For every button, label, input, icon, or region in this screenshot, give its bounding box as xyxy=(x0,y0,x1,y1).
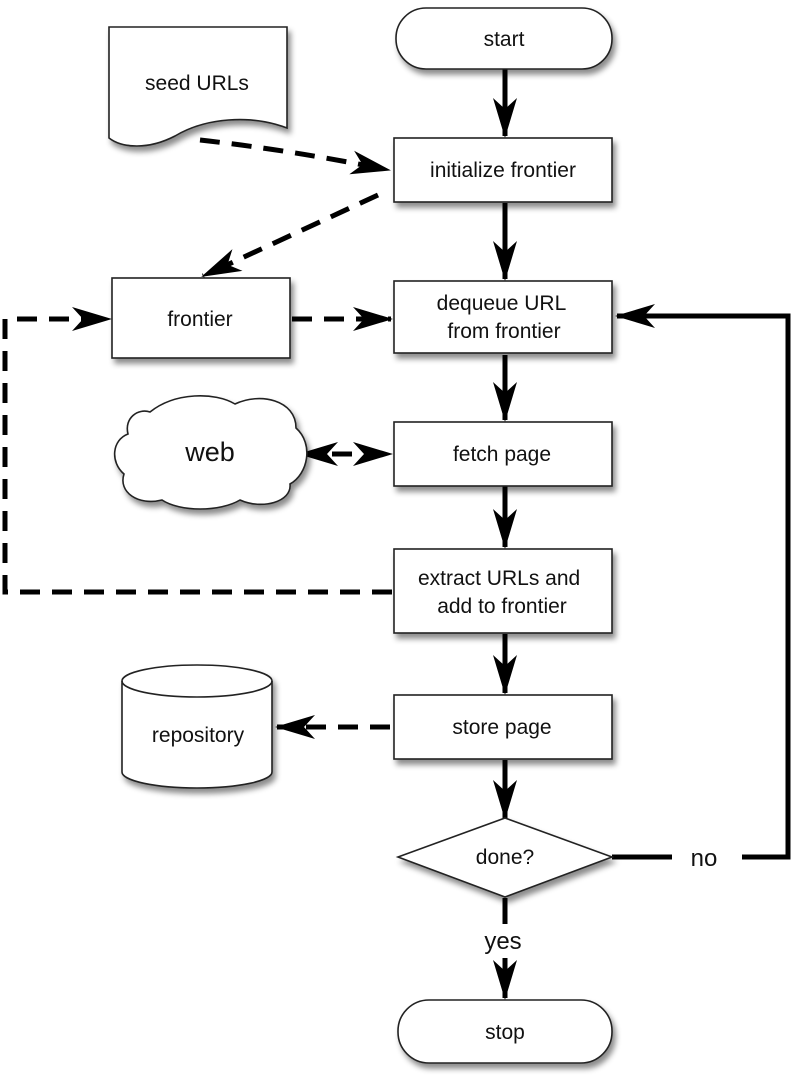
extract-urls-line-2: add to frontier xyxy=(437,595,567,618)
fetch-page-label: fetch page xyxy=(453,443,551,466)
done-decision-node: done? xyxy=(395,817,615,898)
done-label: done? xyxy=(476,846,534,869)
edge-extract-to-frontier xyxy=(2,307,392,595)
edge-seed-to-initialize xyxy=(199,137,391,175)
frontier-label: frontier xyxy=(167,308,232,331)
repository-label: repository xyxy=(152,724,245,747)
dequeue-url-line-1: dequeue URL xyxy=(437,292,566,315)
seed-urls-node: seed URLs xyxy=(108,26,288,147)
edge-labels: no yes xyxy=(484,845,717,955)
initialize-frontier-node: initialize frontier xyxy=(393,137,613,203)
edge-initialize-to-frontier xyxy=(201,192,380,279)
store-page-label: store page xyxy=(452,716,551,739)
web-label: web xyxy=(184,437,235,467)
stop-label: stop xyxy=(485,1021,525,1044)
seed-urls-label: seed URLs xyxy=(145,72,249,95)
extract-urls-label: extract URLs and add to frontier xyxy=(418,567,586,618)
web-node: web xyxy=(113,395,308,510)
dequeue-url-node: dequeue URL from frontier xyxy=(393,280,613,354)
nodes: start seed URLs initialize frontier fron… xyxy=(108,7,615,1064)
fetch-page-node: fetch page xyxy=(393,421,613,487)
dequeue-url-label: dequeue URL from frontier xyxy=(437,292,572,343)
initialize-frontier-label: initialize frontier xyxy=(430,159,576,182)
start-node: start xyxy=(395,7,613,70)
yes-edge-label: yes xyxy=(484,928,521,955)
edge-done-no-loop xyxy=(615,304,791,860)
dequeue-url-line-2: from frontier xyxy=(447,320,560,343)
no-edge-label: no xyxy=(691,845,718,872)
repository-node: repository xyxy=(121,664,273,789)
stop-node: stop xyxy=(397,999,613,1064)
extract-urls-line-1: extract URLs and xyxy=(418,567,580,590)
start-label: start xyxy=(484,28,525,51)
edges xyxy=(2,69,791,1000)
frontier-node: frontier xyxy=(111,277,291,359)
store-page-node: store page xyxy=(393,694,613,760)
extract-urls-node: extract URLs and add to frontier xyxy=(393,548,613,634)
